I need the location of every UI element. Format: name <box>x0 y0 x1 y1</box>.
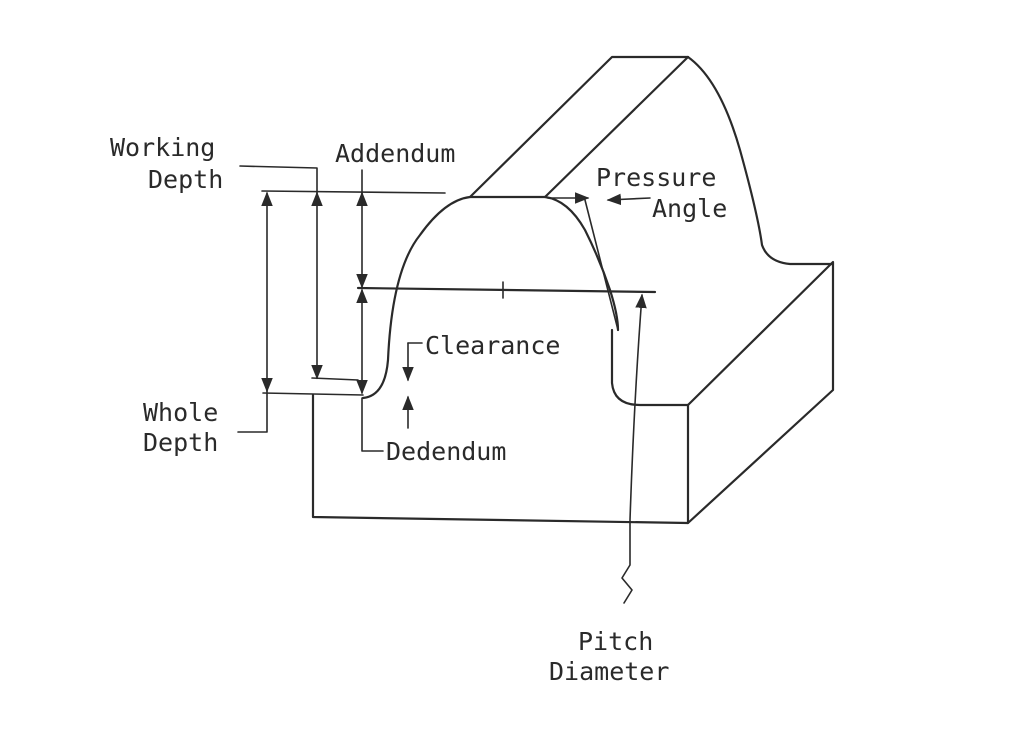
tooth-top-left-edge <box>468 55 690 199</box>
pressure-angle-line <box>584 199 619 331</box>
dedendum-label: Dedendum <box>386 437 506 466</box>
whole-depth-label-line2: Depth <box>143 428 218 457</box>
block-right-top <box>686 260 835 525</box>
root-line-left <box>262 392 364 396</box>
tooth-back-profile <box>686 55 835 266</box>
pressure-angle-label-line2: Angle <box>652 194 727 223</box>
working-depth-leader <box>239 165 318 194</box>
pressure-angle-label-line1: Pressure <box>596 163 716 192</box>
gear-tooth-block <box>262 55 835 525</box>
dedendum-leader <box>361 397 384 452</box>
working-depth-bottom-line <box>311 377 359 381</box>
labels: Working Depth Addendum Pressure Angle Cl… <box>110 133 727 686</box>
tooth-front-profile <box>361 195 620 400</box>
pitch-diameter-label-line2: Diameter <box>549 657 669 686</box>
pressure-angle-arrow-right <box>606 193 651 206</box>
pitch-line <box>356 286 657 294</box>
working-depth-label-line1: Working <box>110 133 215 162</box>
pitch-diameter-label-line1: Pitch <box>578 627 653 656</box>
addendum-top-line <box>261 190 446 194</box>
whole-depth-label-line1: Whole <box>143 398 218 427</box>
addendum-label: Addendum <box>335 139 455 168</box>
working-depth-label-line2: Depth <box>148 165 223 194</box>
clearance-label: Clearance <box>425 331 560 360</box>
tooth-right-root <box>610 328 690 407</box>
pitch-diameter-arrow <box>621 293 647 604</box>
dimension-lines <box>237 165 657 604</box>
tooth-top-right-edge <box>543 55 690 199</box>
whole-depth-leader <box>237 390 268 433</box>
block-front-face <box>311 393 690 525</box>
